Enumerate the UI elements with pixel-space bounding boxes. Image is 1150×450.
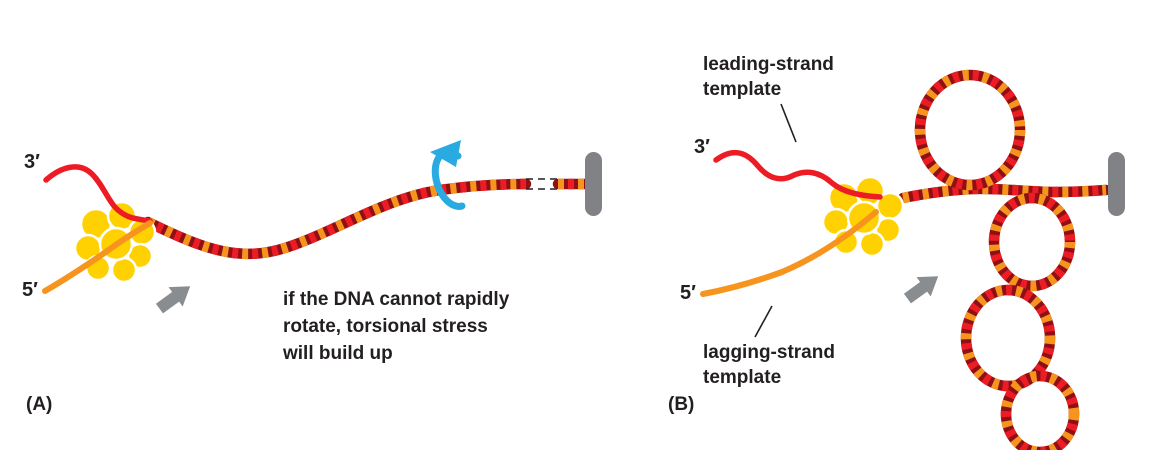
lagging-strand	[700, 209, 879, 297]
panel-a	[42, 140, 602, 314]
five-prime-label: 5′	[680, 282, 696, 304]
torsional-stress-caption: if the DNA cannot rapidly rotate, torsio…	[283, 286, 509, 367]
dna-helix	[148, 184, 526, 254]
panel-a-label: (A)	[26, 394, 53, 415]
leading-strand	[713, 149, 883, 200]
supercoil-loop-3	[1006, 376, 1074, 450]
rotation-arrow-icon	[430, 140, 466, 210]
caption-line: if the DNA cannot rapidly	[283, 289, 510, 310]
panel-b-label: (B)	[668, 394, 695, 415]
three-prime-label: 3′	[24, 151, 40, 173]
panel-b	[700, 75, 1125, 450]
label-line: lagging-strand	[703, 342, 835, 363]
label-line: template	[703, 367, 782, 388]
caption-line: will build up	[283, 343, 393, 364]
caption-line: rotate, torsional stress	[283, 316, 488, 337]
lagging-strand	[42, 220, 153, 294]
label-line: template	[703, 79, 782, 100]
leading-strand	[43, 164, 153, 224]
three-prime-label: 3′	[694, 136, 710, 158]
lagging-label-pointer	[754, 305, 773, 338]
label-line: leading-strand	[703, 54, 834, 75]
anchor-bar	[1108, 152, 1125, 216]
supercoil-loop-1	[994, 198, 1070, 286]
dashed-gap	[526, 178, 560, 190]
supercoil-loop-top	[920, 75, 1020, 185]
five-prime-label: 5′	[22, 279, 38, 301]
movement-arrow-icon	[903, 276, 939, 304]
dna-helix	[903, 189, 1106, 198]
lagging-strand-template-label: lagging-strand template	[703, 340, 835, 390]
leading-label-pointer	[780, 103, 797, 143]
leading-strand-template-label: leading-strand template	[703, 52, 834, 102]
movement-arrow-icon	[155, 286, 191, 314]
anchor-bar	[585, 152, 602, 216]
